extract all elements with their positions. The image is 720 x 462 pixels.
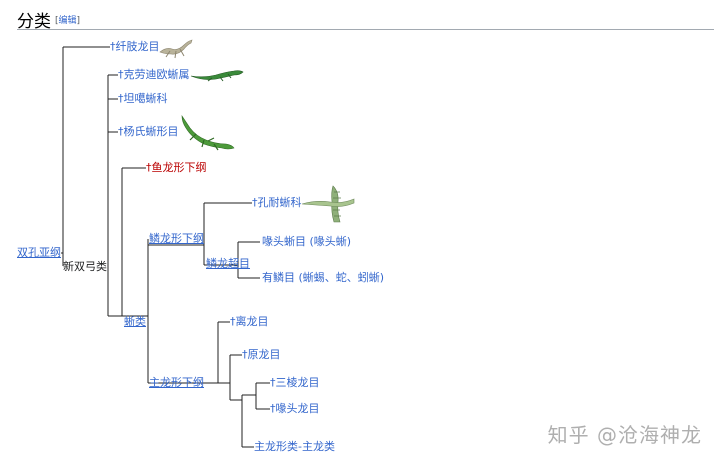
node-ichthyopterygia[interactable]: †鱼龙形下纲 (146, 161, 207, 174)
node-coelurosauravus[interactable]: †纤肢龙目 (110, 40, 160, 53)
node-rhynchosauria[interactable]: †喙头龙目 (270, 402, 320, 415)
node-archosauriformes[interactable]: 主龙形类-主龙类 (254, 440, 335, 453)
node-trilophosauria[interactable]: †三棱龙目 (270, 376, 320, 389)
node-diapsida[interactable]: 双孔亚纲 (17, 246, 61, 259)
coelurosauravus-illustration-icon (159, 39, 193, 59)
node-younginiformes[interactable]: †杨氏蜥形目 (118, 125, 179, 138)
node-rhynchocephalia[interactable]: 喙头蜥目 (喙头蜥) (262, 235, 352, 248)
node-neodiapsida: 新双弓类 (63, 260, 107, 273)
node-lepidosauromorpha[interactable]: 鳞龙形下纲 (149, 232, 204, 245)
node-squamata[interactable]: 有鳞目 (蜥蜴、蛇、蚓蜥) (262, 271, 385, 284)
node-tangasauridae[interactable]: †坦噶蜥科 (118, 92, 168, 105)
node-kuehneosauridae[interactable]: †孔耐蜥科 (252, 196, 302, 209)
node-choristodera[interactable]: †离龙目 (230, 315, 269, 328)
node-archosauromorpha[interactable]: 主龙形下纲 (149, 376, 204, 389)
younginiformes-illustration-icon (181, 115, 235, 151)
claudiosaurus-illustration-icon (190, 70, 244, 82)
node-claudiosaurus[interactable]: †克劳迪欧蜥属 (118, 68, 190, 81)
node-prolacertiformes[interactable]: †原龙目 (242, 348, 281, 361)
edit-link[interactable]: 编辑 (58, 16, 77, 26)
node-lepidosauria[interactable]: 鳞龙超目 (206, 257, 250, 270)
kuehneosauridae-illustration-icon (301, 185, 355, 223)
edit-section: [编辑] (55, 16, 81, 26)
section-title: 分类 (17, 12, 51, 32)
node-sauria[interactable]: 蜥类 (124, 315, 146, 328)
heading-rule (17, 29, 714, 30)
watermark-text: 知乎 @沧海神龙 (547, 423, 702, 447)
